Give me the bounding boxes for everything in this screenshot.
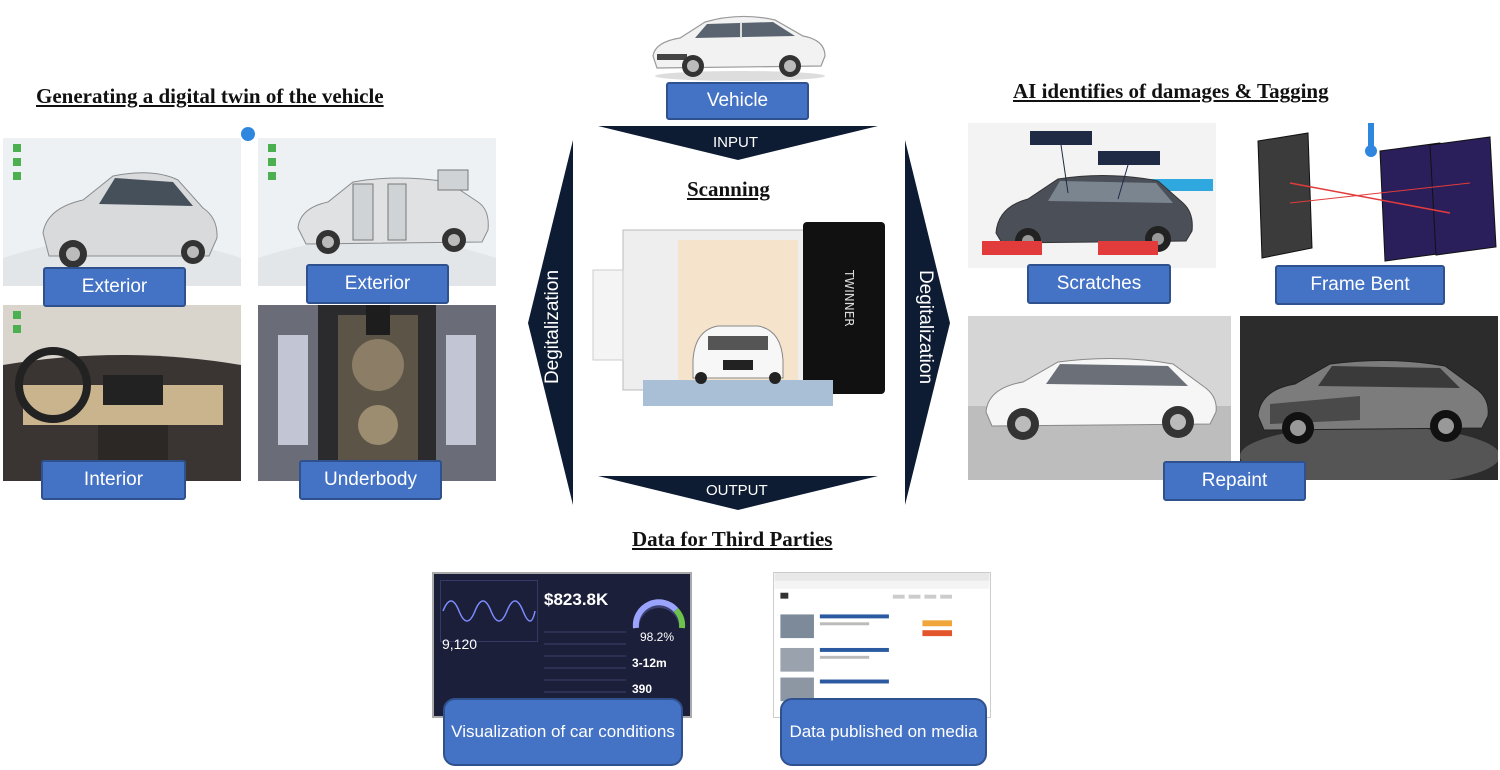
left-arrow-label: Degitalization [542, 269, 563, 385]
dashboard-count-value: 9,120 [442, 636, 478, 652]
bottom-panel-title: Data for Third Parties [632, 527, 833, 551]
dashboard-sparkline-panel [440, 580, 538, 642]
scanner-booth-photo: TWINNER [583, 210, 893, 410]
vehicle-label: Vehicle [666, 82, 809, 120]
repaint-label: Repaint [1163, 461, 1306, 501]
left-panel-title: Generating a digital twin of the vehicle [36, 84, 384, 108]
right-panel-title: AI identifies of damages & Tagging [1013, 79, 1329, 103]
scratches-photo [968, 123, 1216, 268]
exterior-photo-open-doors [258, 138, 496, 286]
right-arrow-label: Degitalization [915, 269, 936, 385]
dashboard-small-value: 390 [632, 682, 653, 696]
underbody-photo [258, 305, 496, 481]
scanning-title: Scanning [687, 177, 770, 201]
scratches-label: Scratches [1027, 264, 1171, 304]
media-listing-screenshot [773, 572, 991, 718]
dashboard-gauge [630, 588, 688, 632]
underbody-label: Underbody [299, 460, 442, 500]
repaint-photo-dark [1240, 316, 1498, 480]
exterior-label-2: Exterior [306, 264, 449, 304]
dashboard-range-value: 3-12m [632, 656, 667, 670]
interior-photo [3, 305, 241, 481]
pin-marker-icon [241, 127, 255, 141]
dashboard-percent-value: 98.2% [640, 630, 675, 644]
exterior-photo-front [3, 138, 241, 286]
visualization-label: Visualization of car conditions [443, 698, 683, 766]
frame-bent-label: Frame Bent [1275, 265, 1445, 305]
frame-bent-photo [1250, 123, 1498, 268]
exterior-label-1: Exterior [43, 267, 186, 307]
dashboard-screenshot: 9,120 $823.8K 98.2% 3-12m 390 [432, 572, 692, 718]
repaint-photo-white [968, 316, 1231, 480]
data-published-label: Data published on media [780, 698, 987, 766]
vehicle-photo [645, 4, 830, 84]
dashboard-main-value: $823.8K [544, 590, 609, 609]
output-label: OUTPUT [706, 482, 768, 499]
scanner-brand-text: TWINNER [842, 269, 856, 327]
interior-label: Interior [41, 460, 186, 500]
input-label: INPUT [713, 134, 758, 151]
